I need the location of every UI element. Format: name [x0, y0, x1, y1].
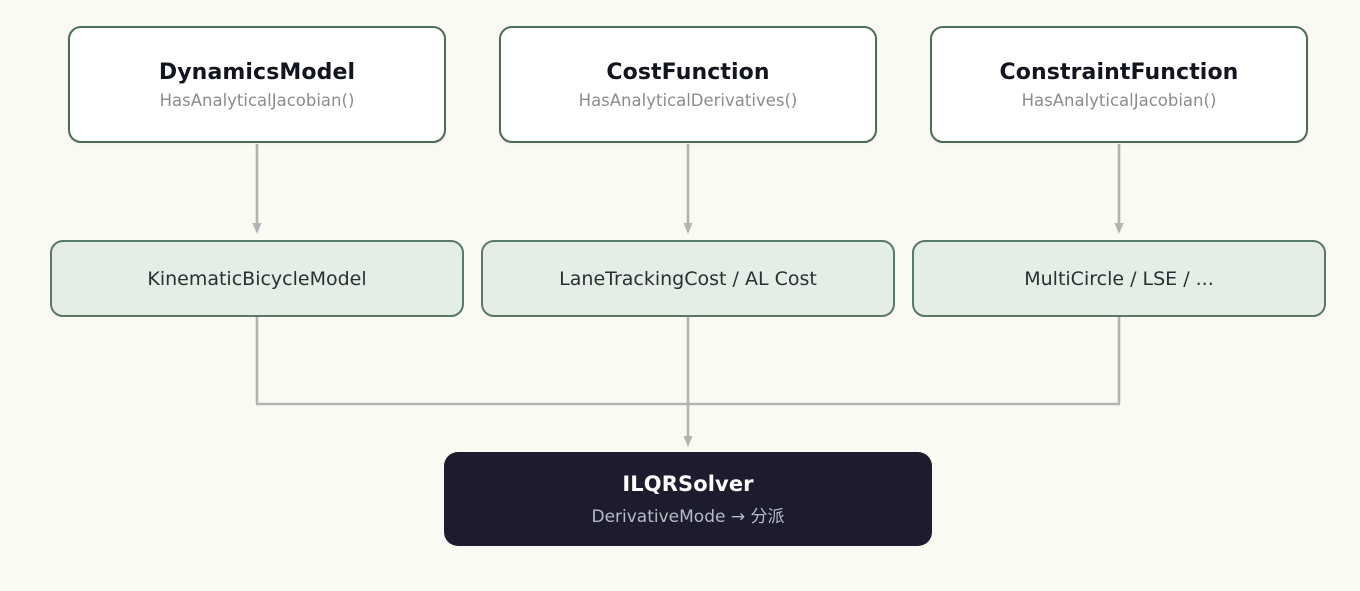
node-title: CostFunction — [606, 59, 770, 85]
node-impl-lanetrackingcost[interactable]: LaneTrackingCost / AL Cost — [481, 240, 895, 317]
node-interface-constraintfunction[interactable]: ConstraintFunction HasAnalyticalJacobian… — [930, 26, 1308, 143]
node-interface-dynamicsmodel[interactable]: DynamicsModel HasAnalyticalJacobian() — [68, 26, 446, 143]
node-subtitle: HasAnalyticalJacobian() — [1021, 90, 1217, 110]
node-subtitle: HasAnalyticalJacobian() — [159, 90, 355, 110]
node-subtitle: DerivativeMode → 分派 — [591, 506, 785, 527]
node-title: ILQRSolver — [622, 471, 754, 496]
node-title: DynamicsModel — [158, 59, 356, 85]
node-label: LaneTrackingCost / AL Cost — [559, 267, 817, 290]
node-label: MultiCircle / LSE / ... — [1024, 267, 1214, 290]
node-label: KinematicBicycleModel — [147, 267, 367, 290]
node-title: ConstraintFunction — [999, 59, 1239, 85]
node-interface-costfunction[interactable]: CostFunction HasAnalyticalDerivatives() — [499, 26, 877, 143]
node-impl-kinematicbicyclemodel[interactable]: KinematicBicycleModel — [50, 240, 464, 317]
node-subtitle: HasAnalyticalDerivatives() — [578, 90, 798, 110]
node-impl-multicircle[interactable]: MultiCircle / LSE / ... — [912, 240, 1326, 317]
node-solver-ilqrsolver[interactable]: ILQRSolver DerivativeMode → 分派 — [444, 452, 932, 546]
